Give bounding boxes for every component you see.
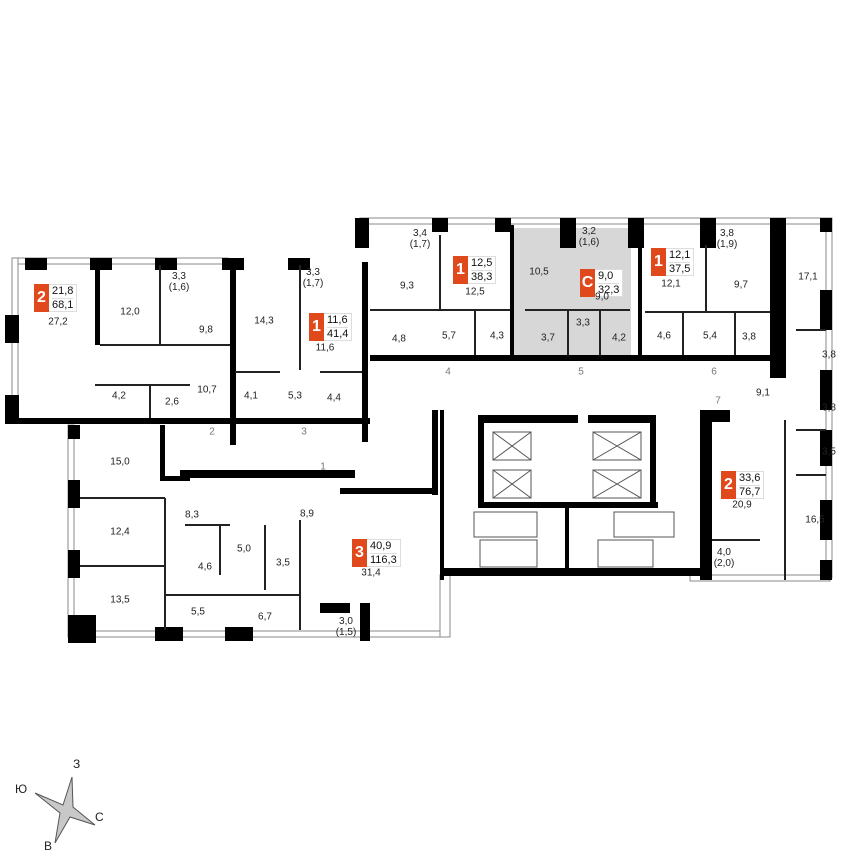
room-area-label: 9,1 bbox=[756, 387, 770, 399]
compass-north-label: З bbox=[73, 757, 81, 771]
room-area-label: 12,0 bbox=[120, 306, 140, 318]
room-area-label: 17,1 bbox=[798, 271, 818, 283]
living-area: 12,5 bbox=[471, 256, 493, 269]
compass-west-label: Ю bbox=[15, 782, 28, 796]
room-area-label: 15,0 bbox=[110, 456, 130, 468]
total-area: 41,4 bbox=[327, 326, 349, 340]
living-area: 9,0 bbox=[598, 269, 614, 282]
compass: З Ю С В bbox=[15, 755, 135, 855]
room-area-label: 8,9 bbox=[300, 508, 314, 520]
room-area-label: 6,7 bbox=[258, 611, 272, 623]
room-area-label: 9,3 bbox=[400, 280, 414, 292]
total-area: 68,1 bbox=[52, 297, 74, 311]
living-area: 21,8 bbox=[52, 284, 74, 297]
room-count: 2 bbox=[34, 284, 49, 312]
room-area: 11,6 bbox=[315, 342, 335, 354]
room-area-label: 10,7 bbox=[197, 384, 217, 396]
room-area-label: 3,3(1,6) bbox=[168, 271, 190, 293]
living-area: 11,6 bbox=[327, 313, 348, 326]
entrance-number: 5 bbox=[578, 366, 584, 378]
room-area-label: 3,3 bbox=[576, 317, 590, 329]
entrance-number: 1 bbox=[320, 461, 326, 473]
walls bbox=[5, 218, 832, 643]
room-area: 12,1 bbox=[661, 278, 681, 290]
room-area-label: 5,5 bbox=[191, 606, 205, 618]
entrance-number: 2 bbox=[209, 426, 215, 438]
room-area-label: 3,2(1,6) bbox=[578, 226, 600, 248]
room-area-label: 12,4 bbox=[110, 526, 130, 538]
room-area-label: 3,8 bbox=[742, 331, 756, 343]
room-count: 2 bbox=[721, 471, 736, 499]
room-area-label: 4,1 bbox=[244, 390, 258, 402]
total-area: 38,3 bbox=[471, 269, 493, 283]
room-area-label: 8,3 bbox=[185, 509, 199, 521]
room-area-label: 4,0(2,0) bbox=[713, 547, 735, 569]
entrance-number: 6 bbox=[711, 366, 717, 378]
room-area-label: 5,7 bbox=[442, 330, 456, 342]
room-area-label: 5,0 bbox=[237, 543, 251, 555]
room-area-label: 9,8 bbox=[199, 324, 213, 336]
room-count: С bbox=[580, 269, 595, 297]
room-area-label: 3,8 bbox=[822, 349, 836, 361]
room-area-label: 10,5 bbox=[529, 266, 549, 278]
room-area-label: 14,3 bbox=[254, 315, 274, 327]
living-area: 40,9 bbox=[370, 539, 392, 552]
stairs bbox=[473, 511, 675, 568]
room-area: 31,4 bbox=[361, 567, 381, 579]
room-area-label: 5,4 bbox=[703, 330, 717, 342]
room-area: 20,9 bbox=[732, 499, 752, 511]
total-area: 116,3 bbox=[370, 552, 397, 566]
room-area-label: 4,6 bbox=[657, 330, 671, 342]
room-area: 12,5 bbox=[465, 286, 485, 298]
living-area: 33,6 bbox=[739, 471, 761, 484]
entrance-number: 4 bbox=[445, 366, 451, 378]
elevator-shafts bbox=[492, 431, 642, 499]
room-area-label: 16,5 bbox=[805, 514, 825, 526]
room-area-label: 13,5 bbox=[110, 594, 130, 606]
room-area-label: 9,7 bbox=[734, 279, 748, 291]
room-area-label: 2,6 bbox=[165, 396, 179, 408]
room-area-label: 4,3 bbox=[490, 330, 504, 342]
entrance-number: 3 bbox=[301, 426, 307, 438]
room-area-label: 3,3(1,7) bbox=[302, 267, 324, 289]
room-area-label: 4,4 bbox=[327, 392, 341, 404]
room-area-label: 3,5 bbox=[276, 557, 290, 569]
room-area: 27,2 bbox=[48, 316, 68, 328]
room-area-label: 4,2 bbox=[612, 332, 626, 344]
partitions bbox=[80, 235, 826, 630]
room-count: 1 bbox=[309, 313, 324, 341]
room-area-label: 3,7 bbox=[541, 332, 555, 344]
compass-east-label: С bbox=[95, 810, 104, 824]
compass-south-label: В bbox=[44, 839, 53, 853]
room-area-label: 3,4(1,7) bbox=[409, 228, 431, 250]
entrance-number: 7 bbox=[715, 395, 721, 407]
compass-star-icon bbox=[34, 776, 96, 844]
room-area-label: 3,8 bbox=[822, 402, 836, 414]
room-area: 9,0 bbox=[595, 291, 609, 303]
room-area-label: 3,8(1,9) bbox=[716, 228, 738, 250]
room-area-label: 3,0(1,5) bbox=[335, 616, 357, 638]
room-area-label: 5,3 bbox=[288, 390, 302, 402]
room-count: 1 bbox=[453, 256, 468, 284]
room-area-label: 4,2 bbox=[112, 390, 126, 402]
room-count: 1 bbox=[651, 248, 666, 276]
room-area-label: 4,6 bbox=[198, 561, 212, 573]
total-area: 32,3 bbox=[598, 282, 620, 296]
living-area: 12,1 bbox=[669, 248, 691, 261]
total-area: 76,7 bbox=[739, 484, 761, 498]
room-area-label: 4,8 bbox=[392, 333, 406, 345]
room-count: 3 bbox=[352, 539, 367, 567]
total-area: 37,5 bbox=[669, 261, 691, 275]
room-area-label: 3,5 bbox=[822, 446, 836, 458]
